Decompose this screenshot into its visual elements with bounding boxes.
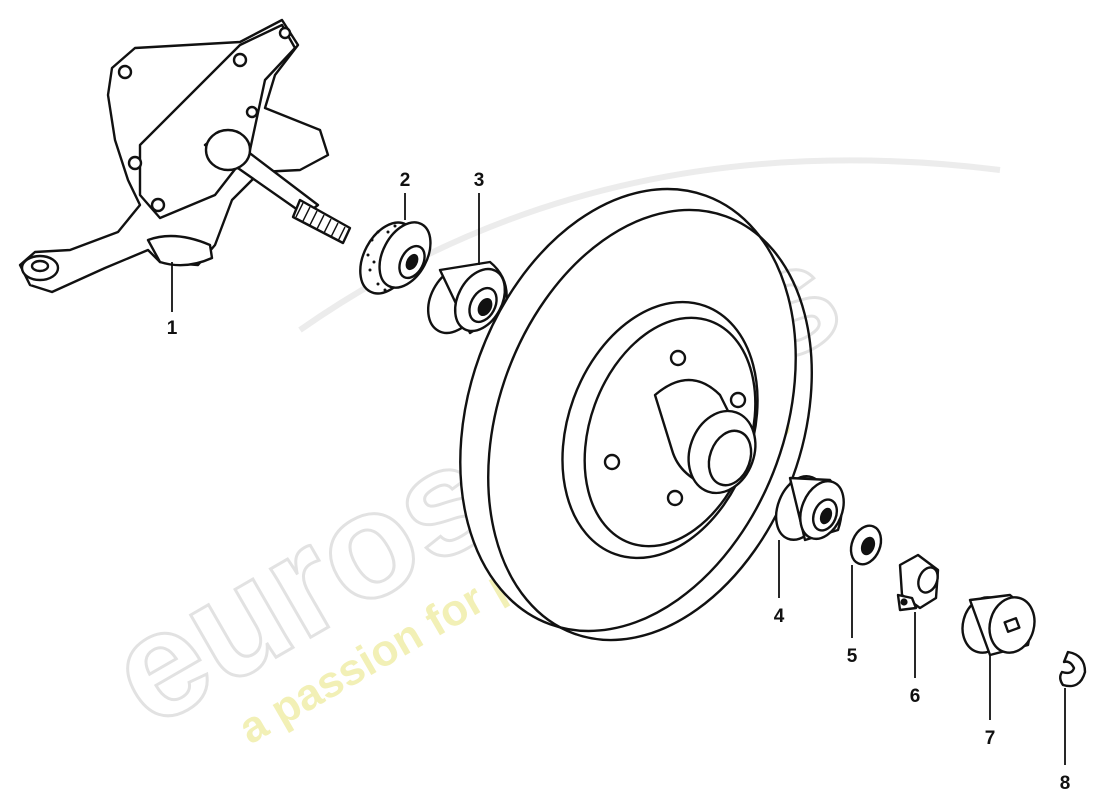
knuckle-thread-marks bbox=[295, 202, 346, 242]
race-knurl-dots bbox=[366, 224, 397, 292]
steering-knuckle-icon bbox=[18, 18, 352, 294]
retaining-clip-icon bbox=[1059, 650, 1087, 688]
callout-6: 6 bbox=[910, 686, 921, 707]
callout-5: 5 bbox=[847, 646, 858, 667]
callout-labels: 1 2 3 4 5 6 7 8 bbox=[167, 170, 1071, 794]
tapered-roller-bearing-icon bbox=[426, 260, 508, 335]
grease-cap-icon bbox=[961, 593, 1036, 657]
clamp-nut-icon bbox=[896, 553, 940, 612]
callout-8: 8 bbox=[1060, 773, 1071, 794]
callout-4: 4 bbox=[774, 606, 785, 627]
callout-1: 1 bbox=[167, 318, 178, 339]
thrust-washer-icon bbox=[849, 524, 883, 566]
outer-bearing-race-icon bbox=[359, 221, 432, 295]
leader-lines bbox=[171, 193, 1066, 765]
callout-7: 7 bbox=[985, 728, 996, 749]
brake-disc-icon bbox=[459, 187, 813, 642]
callout-3: 3 bbox=[474, 170, 485, 191]
outer-roller-bearing-icon bbox=[774, 475, 845, 542]
callout-2: 2 bbox=[400, 170, 411, 191]
